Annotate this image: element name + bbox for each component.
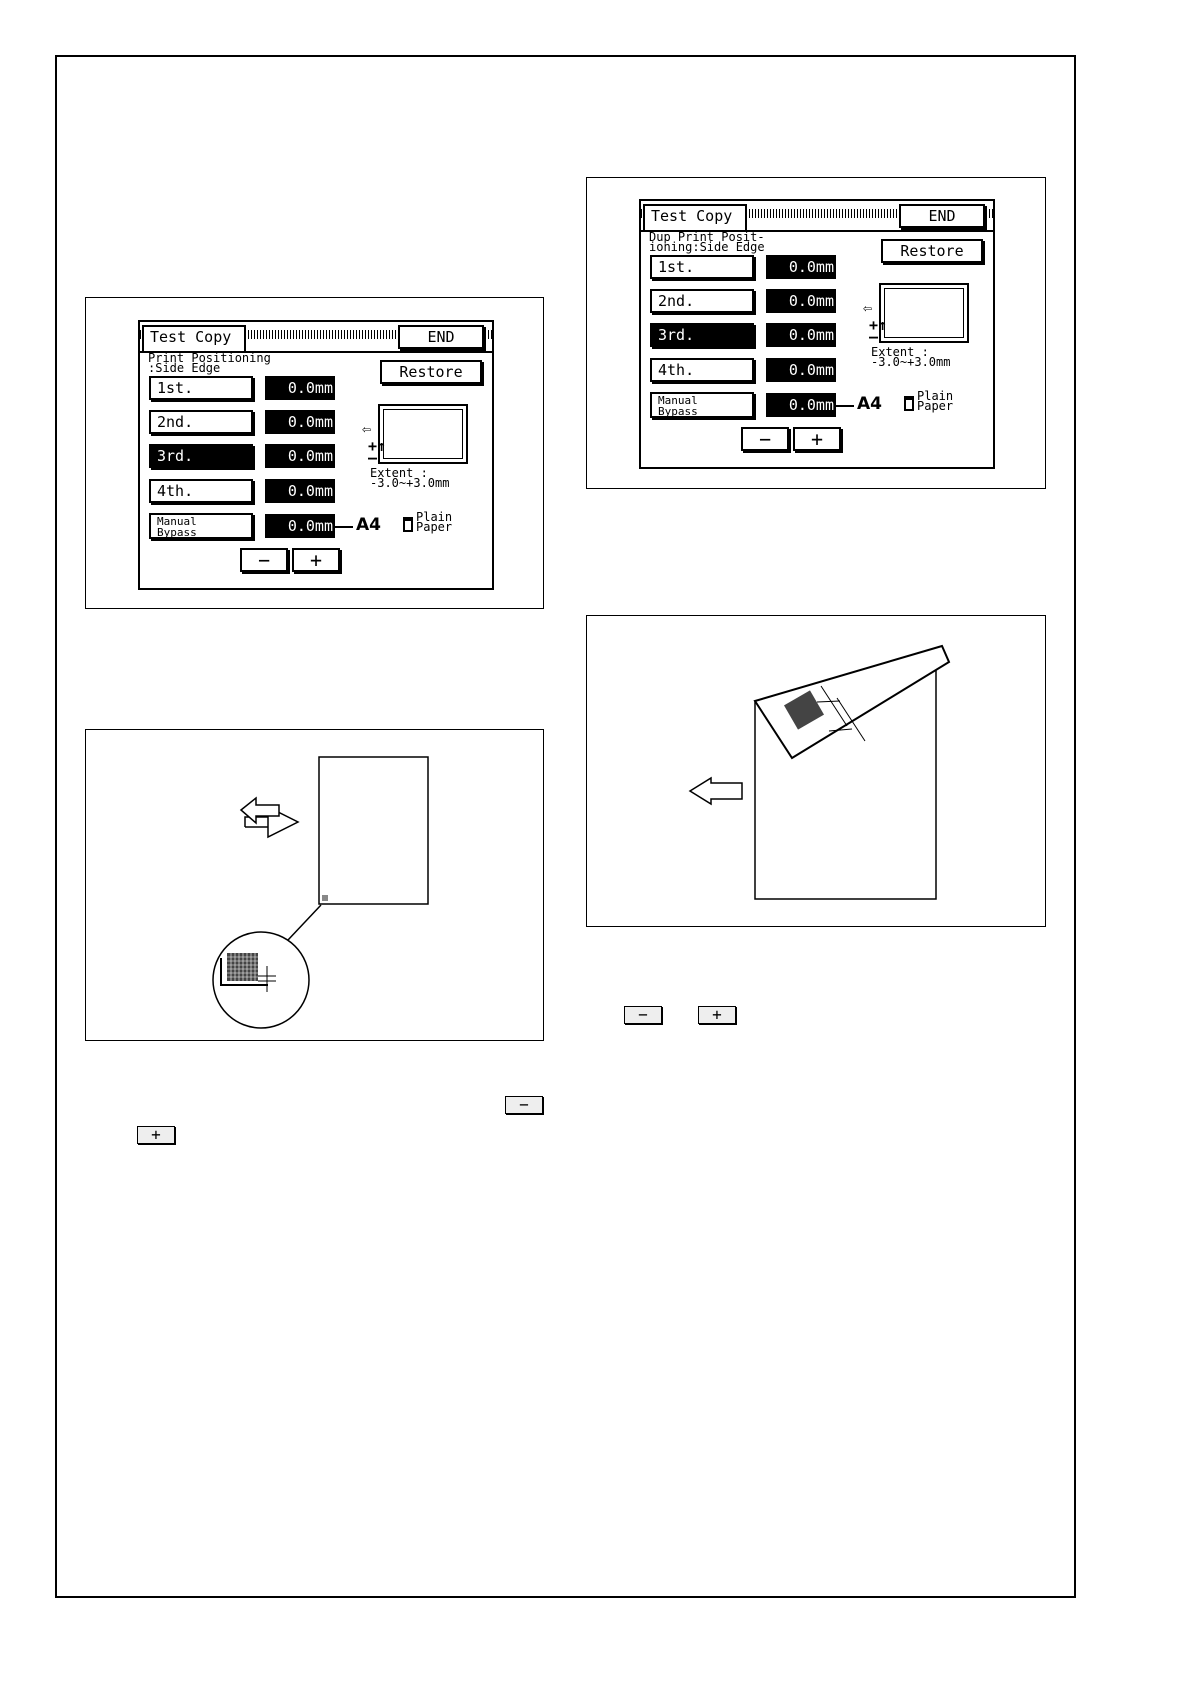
inline-plus-button: +: [137, 1126, 175, 1144]
plus-minus-indicator: +↑—: [368, 437, 387, 467]
figure-dup-print-positioning: Test Copy END Dup Print Posit- ioning:Si…: [586, 177, 1046, 489]
tray-1st-value: 0.0mm: [766, 255, 836, 279]
screen-heading: Print Positioning :Side Edge: [148, 351, 271, 375]
control-panel-screen: Test Copy END Dup Print Posit- ioning:Si…: [639, 199, 995, 469]
manual-bypass-value: 0.0mm: [766, 393, 836, 417]
tray-2nd-value: 0.0mm: [766, 289, 836, 313]
header-hatch: [641, 209, 993, 218]
plus-button[interactable]: +: [793, 427, 841, 451]
paper-icon: [904, 396, 914, 411]
minus-button[interactable]: −: [741, 427, 789, 451]
figure-duplex-side-edge-sample: [586, 615, 1046, 927]
tray-3rd-button[interactable]: 3rd.: [149, 444, 253, 468]
plus-button[interactable]: +: [292, 548, 340, 572]
tray-1st-value: 0.0mm: [265, 376, 335, 400]
restore-button[interactable]: Restore: [380, 360, 482, 384]
extent-label: Extent : -3.0~+3.0mm: [370, 466, 450, 490]
tray-4th-button[interactable]: 4th.: [650, 358, 754, 382]
inline-plus-button: +: [698, 1006, 736, 1024]
tray-2nd-button[interactable]: 2nd.: [650, 289, 754, 313]
paper-size-label: A4: [356, 515, 381, 535]
paper-size-label: A4: [857, 394, 882, 414]
header-hatch: [140, 330, 492, 339]
side-edge-illustration: [212, 756, 429, 1029]
paper-type-label: Plain Paper: [416, 510, 453, 534]
direction-arrow-icon: ⇦: [362, 420, 372, 438]
paper-diagram: [879, 283, 969, 343]
figure-print-positioning: Test Copy END Print Positioning :Side Ed…: [85, 297, 544, 609]
tray-2nd-button[interactable]: 2nd.: [149, 410, 253, 434]
extent-label: Extent : -3.0~+3.0mm: [871, 345, 951, 369]
tray-3rd-button[interactable]: 3rd.: [650, 323, 754, 347]
tray-1st-button[interactable]: 1st.: [650, 255, 754, 279]
duplex-side-edge-illustration: [688, 644, 951, 900]
figure-side-edge-sample: [85, 729, 544, 1041]
tray-3rd-value: 0.0mm: [766, 323, 836, 347]
minus-button[interactable]: −: [240, 548, 288, 572]
paper-icon: [403, 517, 413, 532]
end-button[interactable]: END: [899, 204, 985, 228]
inline-minus-button: −: [505, 1096, 543, 1114]
tray-1st-button[interactable]: 1st.: [149, 376, 253, 400]
tray-4th-value: 0.0mm: [265, 479, 335, 503]
page-frame: [55, 55, 1076, 1598]
inline-minus-button: −: [624, 1006, 662, 1024]
manual-bypass-button[interactable]: Manual Bypass: [149, 513, 253, 539]
tray-3rd-value: 0.0mm: [265, 444, 335, 468]
plus-minus-indicator: +↑—: [869, 316, 888, 346]
control-panel-screen: Test Copy END Print Positioning :Side Ed…: [138, 320, 494, 590]
tray-2nd-value: 0.0mm: [265, 410, 335, 434]
tab-test-copy[interactable]: Test Copy: [142, 325, 246, 351]
tray-4th-value: 0.0mm: [766, 358, 836, 382]
manual-bypass-button[interactable]: Manual Bypass: [650, 392, 754, 418]
tray-4th-button[interactable]: 4th.: [149, 479, 253, 503]
manual-bypass-value: 0.0mm: [265, 514, 335, 538]
screen-heading: Dup Print Posit- ioning:Side Edge: [649, 230, 765, 254]
paper-type-label: Plain Paper: [917, 389, 954, 413]
restore-button[interactable]: Restore: [881, 239, 983, 263]
end-button[interactable]: END: [398, 325, 484, 349]
tab-test-copy[interactable]: Test Copy: [643, 204, 747, 230]
direction-arrow-icon: ⇦: [863, 299, 873, 317]
paper-diagram: [378, 404, 468, 464]
